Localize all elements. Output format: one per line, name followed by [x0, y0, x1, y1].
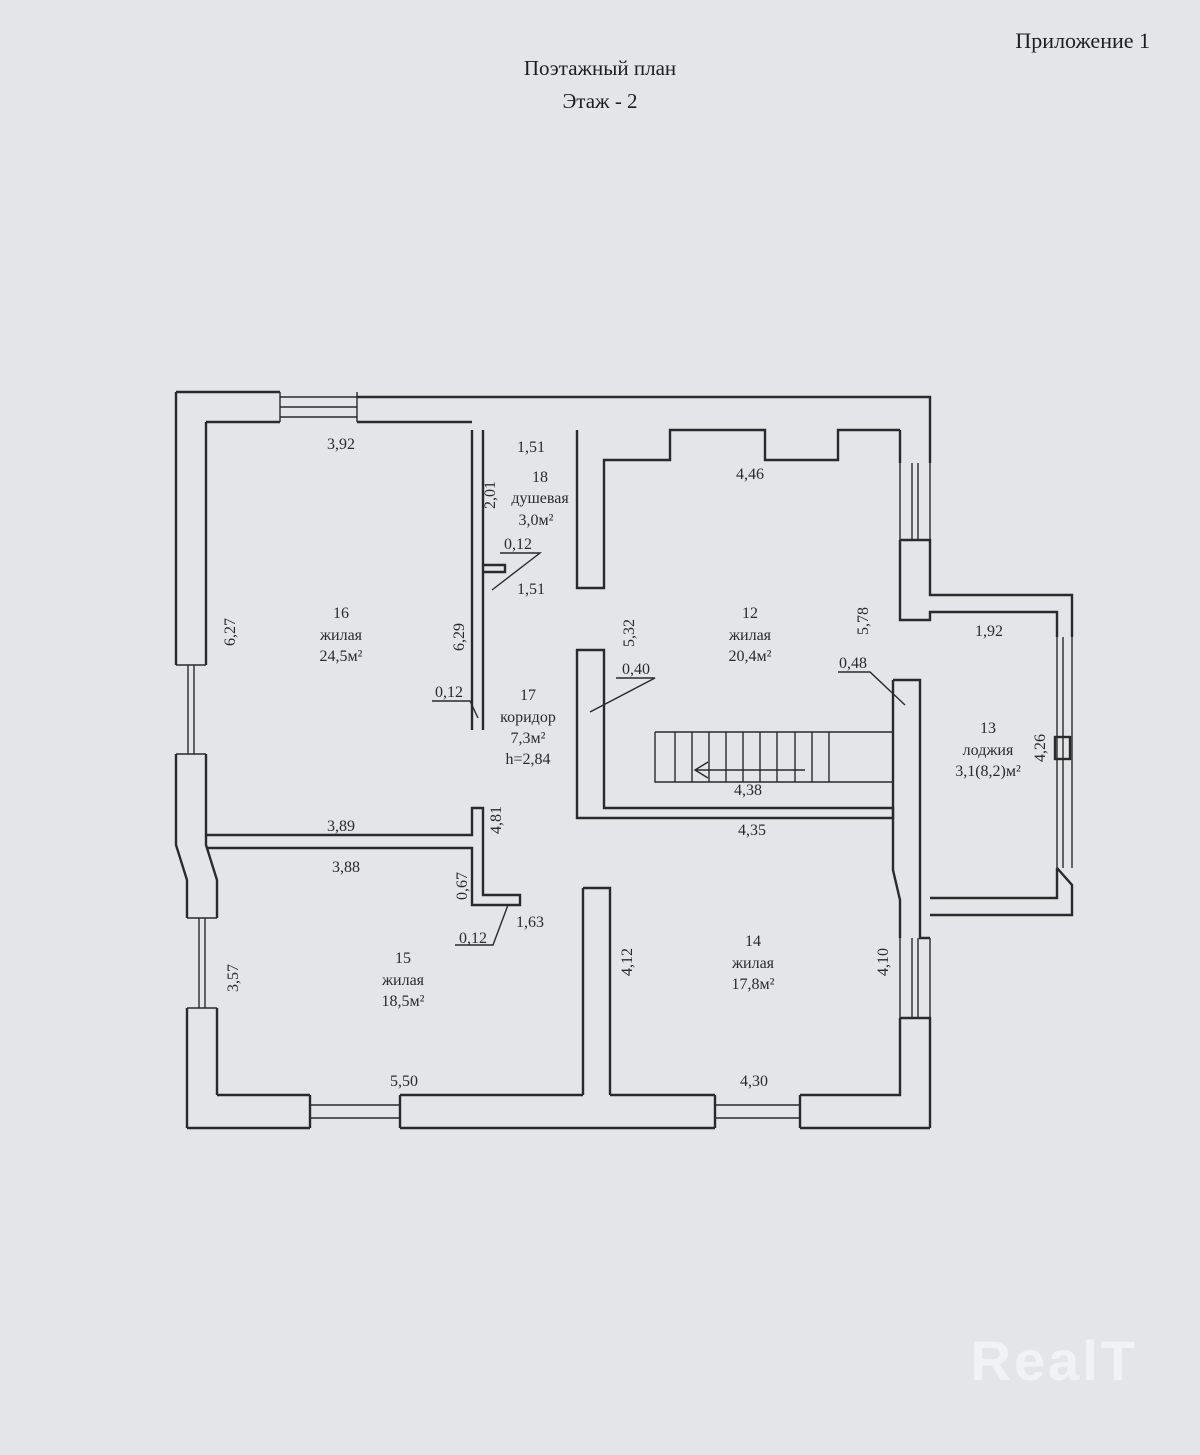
dim-4-38: 4,38	[734, 782, 762, 799]
plan-title: Поэтажный план	[523, 56, 677, 80]
dim-5-32: 5,32	[621, 619, 638, 647]
room-15-number: 15	[395, 950, 411, 967]
room-16-area: 24,5м²	[320, 648, 363, 665]
room-12-number: 12	[742, 605, 758, 622]
dim-6-29: 6,29	[451, 623, 468, 651]
dim-0-48: 0,48	[839, 655, 867, 672]
room-14-area: 17,8м²	[732, 976, 775, 993]
dim-4-81: 4,81	[488, 806, 505, 834]
dim-0-12-b: 0,12	[435, 684, 463, 701]
room-17-height: h=2,84	[505, 751, 550, 768]
room-12-area: 20,4м²	[729, 648, 772, 665]
room-15-area: 18,5м²	[382, 993, 425, 1010]
room-17-area: 7,3м²	[511, 730, 546, 747]
dim-3-88: 3,88	[332, 859, 360, 876]
interior-walls	[206, 428, 900, 1095]
room-14-number: 14	[745, 933, 761, 950]
dim-4-26: 4,26	[1032, 734, 1049, 762]
dim-1-51-mid: 1,51	[517, 581, 545, 598]
dim-0-40: 0,40	[622, 661, 650, 678]
room-13-name: лоджия	[963, 742, 1014, 759]
dim-5-78: 5,78	[855, 607, 872, 635]
room-14-name: жилая	[731, 955, 775, 972]
room-17-number: 17	[520, 687, 536, 704]
dim-0-67: 0,67	[454, 872, 471, 900]
dim-3-92: 3,92	[327, 436, 355, 453]
dim-2-01: 2,01	[482, 481, 499, 509]
room-12-name: жилая	[728, 627, 772, 644]
dim-1-63: 1,63	[516, 914, 544, 931]
room-18-area: 3,0м²	[519, 512, 554, 529]
room-16-name: жилая	[319, 627, 363, 644]
room-18-number: 18	[532, 469, 548, 486]
room-13-number: 13	[980, 720, 996, 737]
room-17-name: коридор	[500, 709, 556, 726]
dim-4-46: 4,46	[736, 466, 764, 483]
dim-0-12-a: 0,12	[504, 536, 532, 553]
dim-6-27: 6,27	[222, 618, 239, 646]
dimension-leaders	[432, 552, 906, 946]
dim-1-51-top: 1,51	[517, 439, 545, 456]
dim-3-89: 3,89	[327, 818, 355, 835]
dim-1-92: 1,92	[975, 623, 1003, 640]
room-labels: 18 душевая 3,0м² 16 жилая 24,5м² 12 жила…	[319, 469, 1021, 1010]
staircase	[654, 731, 893, 783]
room-15-name: жилая	[381, 972, 425, 989]
dim-4-12: 4,12	[619, 948, 636, 976]
dim-4-30: 4,30	[740, 1073, 768, 1090]
room-16-number: 16	[333, 605, 349, 622]
room-13-area: 3,1(8,2)м²	[955, 763, 1021, 780]
dim-5-50: 5,50	[390, 1073, 418, 1090]
appendix-label: Приложение 1	[1015, 28, 1150, 53]
dim-4-10: 4,10	[875, 948, 892, 976]
room-18-name: душевая	[511, 490, 569, 507]
dim-0-12-c: 0,12	[459, 930, 487, 947]
dim-3-57: 3,57	[225, 964, 242, 992]
dim-4-35: 4,35	[738, 822, 766, 839]
exterior-walls	[174, 390, 1074, 1130]
floor-label: Этаж - 2	[562, 89, 638, 113]
dimension-labels: 3,92 1,51 0,12 1,51 4,46 1,92 0,40 0,48 …	[222, 436, 1049, 1090]
realt-watermark-logo: RealT	[970, 1329, 1138, 1392]
